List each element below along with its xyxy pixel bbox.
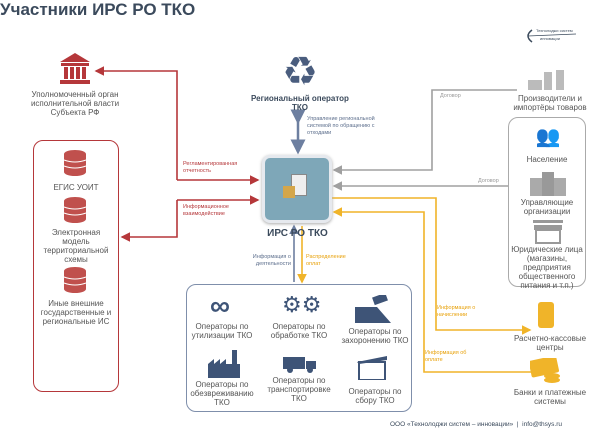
logo-subtext: инновации	[540, 36, 560, 41]
system-electronic-model: Электронная модель территориальной схемы	[43, 228, 109, 264]
garbage-truck-icon	[283, 355, 317, 378]
regional-operator-label: Региональный оператор ТКО	[251, 94, 349, 112]
box-icon	[283, 186, 295, 198]
payment-info-label: Информация об оплате	[425, 350, 467, 363]
database-icon	[63, 267, 87, 298]
consumers-group	[508, 117, 586, 287]
authority-label: Уполномоченный орган исполнительной влас…	[30, 90, 120, 117]
accrual-info-label: Информация о начислении	[437, 305, 476, 318]
management-label: Управление региональной системой по обра…	[307, 116, 375, 136]
calculator-icon	[291, 174, 307, 196]
operator-processing: Операторы по обработке ТКО	[270, 322, 328, 340]
center-label: ИРС РО ТКО	[267, 228, 328, 239]
system-other: Иные внешние государственные и региональ…	[40, 299, 112, 326]
recycle-icon: ♻	[282, 50, 318, 94]
government-building-icon	[58, 52, 92, 86]
operator-transportation: Операторы по транспортировке ТКО	[267, 376, 331, 403]
payment-distribution-label: Распределение оплат	[306, 254, 346, 267]
people-icon: 👥	[535, 126, 561, 148]
factory-plant-icon	[208, 350, 240, 383]
factory-icon	[528, 68, 568, 90]
banks-label: Банки и платежные системы	[513, 388, 587, 406]
database-icon	[63, 197, 87, 228]
page-title: Участники ИРС РО ТКО	[0, 0, 196, 19]
cash-register-icon	[538, 302, 554, 328]
external-systems-group	[33, 140, 119, 392]
consumer-management-companies: Управляющие организации	[520, 198, 574, 216]
landfill-icon	[355, 292, 391, 328]
shop-icon	[533, 220, 563, 249]
infinity-icon: ∞	[210, 290, 230, 321]
consumer-legal-entities: Юридические лица (магазины, предприятия …	[511, 245, 583, 290]
building-icon	[530, 172, 566, 201]
operator-utilization: Операторы по утилизации ТКО	[191, 322, 253, 340]
activity-info-label: Информация о деятельности	[252, 254, 291, 267]
producers-label: Производители и импортёры товаров	[513, 94, 587, 112]
gears-icon: ⚙⚙	[282, 292, 322, 317]
irs-system-tile[interactable]	[262, 155, 332, 223]
logo-text: Технолоджи систем	[536, 28, 573, 33]
footer: ООО «Технолоджи систем – инновации» | in…	[390, 421, 563, 428]
operator-neutralization: Операторы по обезвреживанию ТКО	[190, 380, 254, 407]
operator-burial: Операторы по захоронению ТКО	[341, 327, 409, 345]
operators-group	[186, 284, 412, 412]
operator-collection: Операторы по сбору ТКО	[348, 387, 402, 405]
contract-label-2: Договор	[478, 178, 499, 184]
bank-card-icon	[528, 355, 562, 389]
container-icon	[357, 354, 389, 385]
contract-label-1: Договор	[440, 93, 461, 99]
company-logo: Технолоджи систем инновации	[522, 28, 578, 44]
database-icon	[63, 150, 87, 181]
cash-centers-label: Расчетно-кассовые центры	[513, 334, 587, 352]
interaction-label: Информационное взаимодействие	[183, 204, 229, 217]
system-egis: ЕГИС УОИТ	[53, 183, 99, 192]
reporting-label: Регламентированная отчетность	[183, 161, 238, 174]
consumer-population: Население	[526, 155, 568, 164]
